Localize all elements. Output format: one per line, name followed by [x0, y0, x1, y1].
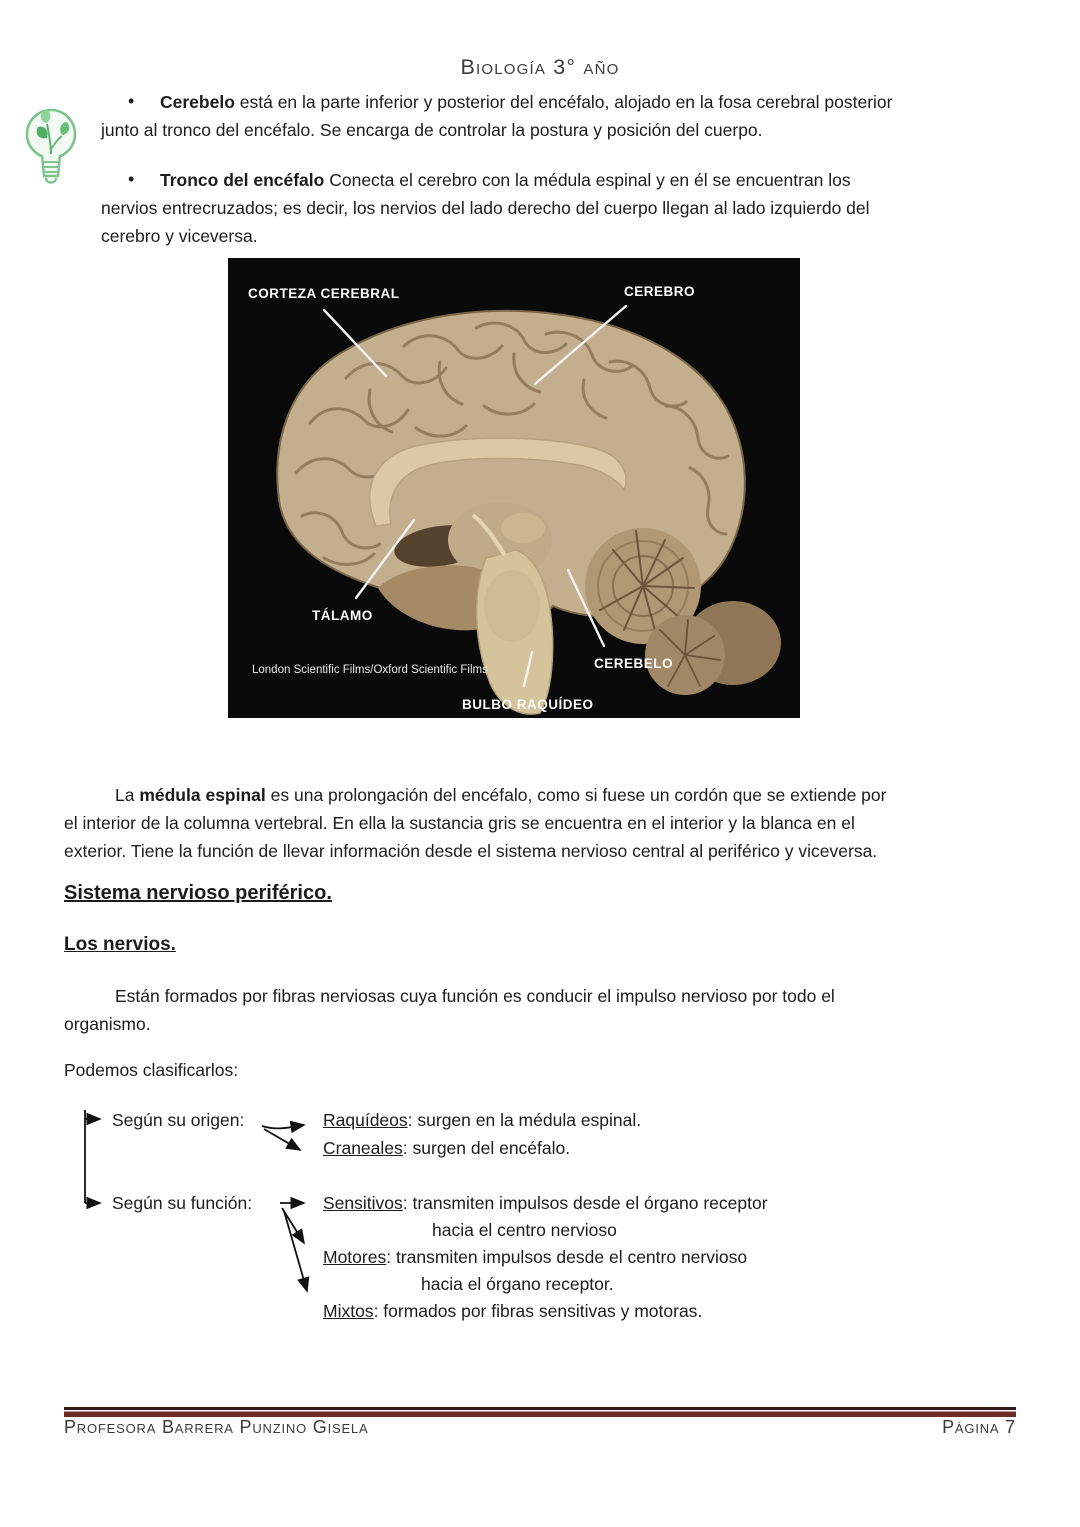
label-cerebelo: CEREBELO — [594, 656, 673, 671]
desc-craneales: : surgen del encéfalo. — [402, 1138, 571, 1158]
bullet-cerebelo: • Cerebelo está en la parte inferior y p… — [101, 88, 1017, 144]
figure-credit: London Scientific Films/Oxford Scientifi… — [252, 664, 488, 676]
label-corteza-cerebral: CORTEZA CEREBRAL — [248, 286, 400, 301]
term-craneales: Craneales — [323, 1138, 403, 1158]
label-bulbo-raquideo: BULBO RAQUÍDEO — [462, 697, 594, 712]
item-raquideos: Raquídeos: surgen en la médula espinal. — [323, 1110, 641, 1131]
label-segun-origen: Según su origen: — [112, 1110, 245, 1130]
term-mixtos: Mixtos — [323, 1301, 374, 1321]
paragraph-text: es una prolongación del encéfalo, como s… — [265, 785, 887, 805]
term-motores: Motores — [323, 1247, 387, 1267]
footer-page-number: Página 7 — [942, 1417, 1016, 1437]
medula-paragraph: La médula espinal es una prolongación de… — [64, 781, 1016, 865]
bullet-tronco-line1: Tronco del encéfalo Conecta el cerebro c… — [101, 166, 1017, 194]
bold-term: Tronco del encéfalo — [160, 170, 325, 190]
desc-mixtos: : formados por fibras sensitivas y motor… — [373, 1301, 703, 1321]
bullet-marker: • — [128, 91, 135, 111]
label-talamo: TÁLAMO — [312, 608, 373, 623]
bullet-tronco-line2: nervios entrecruzados; es decir, los ner… — [101, 198, 870, 218]
desc-raquideos: : surgen en la médula espinal. — [407, 1110, 642, 1130]
bullet-tronco-line3: cerebro y viceversa. — [101, 226, 258, 246]
bullet-cerebelo-line1: Cerebelo está en la parte inferior y pos… — [101, 88, 1017, 116]
term-sensitivos: Sensitivos — [323, 1193, 403, 1213]
brain-figure: CORTEZA CEREBRAL CEREBRO TÁLAMO CEREBELO… — [228, 258, 800, 718]
bold-term: Cerebelo — [160, 92, 235, 112]
bullet-marker: • — [128, 169, 135, 189]
item-motores-cont: hacia el órgano receptor. — [421, 1274, 614, 1294]
medula-line2: el interior de la columna vertebral. En … — [64, 813, 855, 833]
brain-sagittal-illustration: CORTEZA CEREBRAL CEREBRO TÁLAMO CEREBELO… — [228, 258, 800, 718]
page-title: Biología 3° año — [460, 55, 620, 79]
item-motores: Motores: transmiten impulsos desde el ce… — [323, 1247, 747, 1268]
medula-line3: exterior. Tiene la función de llevar inf… — [64, 841, 878, 861]
bullet-text: está en la parte inferior y posterior de… — [234, 92, 893, 112]
footer-divider-bar — [64, 1407, 1016, 1417]
bullet-cerebelo-line2: junto al tronco del encéfalo. Se encarga… — [101, 120, 763, 140]
classification-arrows — [84, 1110, 310, 1293]
bold-term: médula espinal — [139, 785, 266, 805]
nervios-line2: organismo. — [64, 1014, 151, 1034]
desc-sensitivos: : transmiten impulsos desde el órgano re… — [402, 1193, 768, 1213]
term-raquideos: Raquídeos — [323, 1110, 408, 1130]
nervios-paragraph: Están formados por fibras nerviosas cuya… — [64, 982, 1016, 1038]
lightbulb-plant-icon — [22, 104, 80, 211]
label-segun-funcion: Según su función: — [112, 1193, 253, 1213]
item-sensitivos: Sensitivos: transmiten impulsos desde el… — [323, 1193, 768, 1214]
clasificar-intro: Podemos clasificarlos: — [64, 1060, 239, 1080]
label-cerebro: CEREBRO — [624, 284, 695, 299]
bullet-text: Conecta el cerebro con la médula espinal… — [324, 170, 851, 190]
paragraph-text: La — [115, 785, 140, 805]
medula-line1: La médula espinal es una prolongación de… — [64, 781, 1016, 809]
heading-sistema-nervioso-periferico: Sistema nervioso periférico. — [64, 882, 332, 904]
item-craneales: Craneales: surgen del encéfalo. — [323, 1138, 570, 1159]
item-mixtos: Mixtos: formados por fibras sensitivas y… — [323, 1301, 702, 1322]
heading-los-nervios: Los nervios. — [64, 934, 176, 955]
footer-author: Profesora Barrera Punzino Gisela — [64, 1417, 369, 1437]
item-sensitivos-cont: hacia el centro nervioso — [432, 1220, 617, 1240]
desc-motores: : transmiten impulsos desde el centro ne… — [386, 1247, 748, 1267]
nervios-line1: Están formados por fibras nerviosas cuya… — [115, 986, 835, 1006]
bullet-tronco: • Tronco del encéfalo Conecta el cerebro… — [101, 166, 1017, 250]
